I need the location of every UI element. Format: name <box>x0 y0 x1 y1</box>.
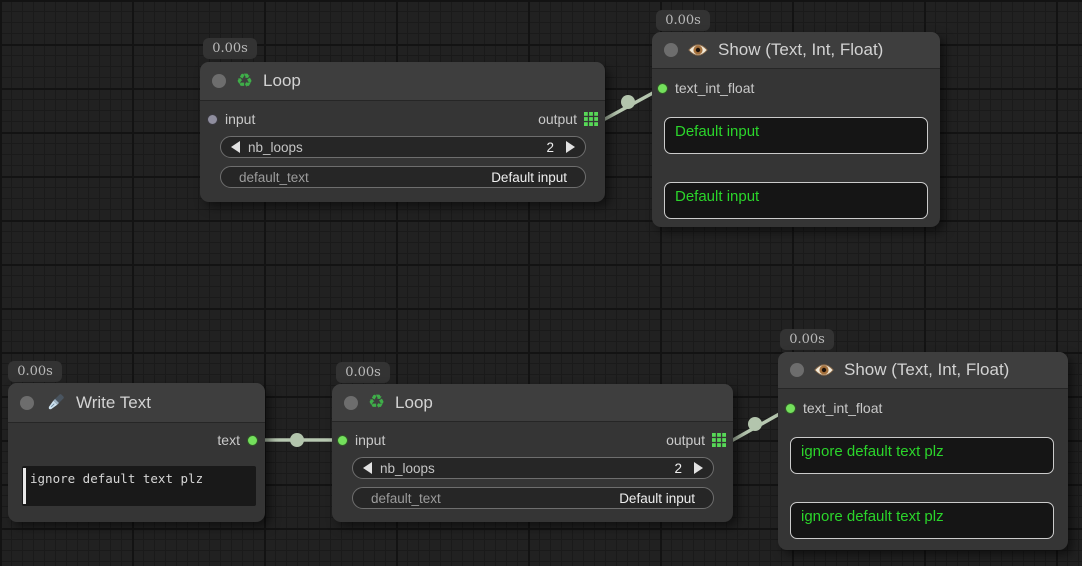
eye-icon <box>814 364 834 376</box>
fountain-pen-icon <box>48 393 64 409</box>
exec-time-badge: 0.00s <box>336 362 390 383</box>
collapse-dot[interactable] <box>664 43 678 57</box>
input-slot-label: text_int_float <box>803 400 883 416</box>
node-titlebar[interactable]: Show (Text, Int, Float) <box>778 352 1068 388</box>
default-text-widget[interactable]: default_text Default input <box>220 166 586 188</box>
textarea-value: ignore default text plz <box>30 471 204 486</box>
grid-output-icon[interactable] <box>584 112 598 126</box>
stepper-right-icon[interactable] <box>566 141 575 153</box>
output-slot-label: text <box>217 432 240 448</box>
input-slot-label: input <box>355 432 386 448</box>
node-title: Write Text <box>76 392 151 412</box>
output-slot-label: output <box>666 432 705 448</box>
collapse-dot[interactable] <box>20 395 34 410</box>
link-midpoint-dot[interactable] <box>748 417 762 431</box>
node-title: Loop <box>263 71 301 90</box>
widget-label: nb_loops <box>380 460 435 476</box>
exec-time-badge: 0.00s <box>203 38 257 59</box>
input-slot-label: text_int_float <box>675 80 755 96</box>
input-slot[interactable]: text_int_float <box>785 398 882 418</box>
link-midpoint-dot[interactable] <box>621 95 635 109</box>
node-titlebar[interactable]: ♻ Loop <box>200 62 605 100</box>
widget-value: Default input <box>619 490 695 506</box>
grid-output-icon[interactable] <box>712 433 726 447</box>
nb-loops-widget[interactable]: nb_loops 2 <box>220 136 586 158</box>
input-slot-label: input <box>225 111 256 127</box>
output-slot[interactable]: text <box>217 430 258 450</box>
collapse-dot[interactable] <box>212 74 226 88</box>
input-slot[interactable]: input <box>337 430 385 450</box>
node-loop-bottom[interactable]: ♻ Loop input output nb_loops 2 default <box>332 384 733 522</box>
node-show-top[interactable]: Show (Text, Int, Float) text_int_float D… <box>652 32 940 227</box>
stepper-left-icon[interactable] <box>363 462 372 474</box>
output-slot-dot[interactable] <box>247 434 258 446</box>
node-titlebar[interactable]: Write Text <box>8 383 265 422</box>
input-slot-dot[interactable] <box>657 82 668 94</box>
widget-label: default_text <box>239 169 309 185</box>
text-caret <box>23 468 26 504</box>
eye-icon <box>688 44 708 56</box>
node-loop-top[interactable]: ♻ Loop input output nb_loops 2 default <box>200 62 605 202</box>
widget-label: nb_loops <box>248 139 303 155</box>
output-value-box: ignore default text plz <box>790 502 1054 539</box>
stepper-left-icon[interactable] <box>231 141 240 153</box>
collapse-dot[interactable] <box>790 363 804 377</box>
output-value-box: Default input <box>664 117 928 154</box>
link-midpoint-dot[interactable] <box>290 433 304 447</box>
output-slot-label: output <box>538 111 577 127</box>
input-slot-dot[interactable] <box>337 434 348 446</box>
widget-value: 2 <box>546 139 554 155</box>
exec-time-badge: 0.00s <box>656 10 710 31</box>
output-value-box: Default input <box>664 182 928 219</box>
node-write-text[interactable]: Write Text text ignore default text plz <box>8 383 265 522</box>
node-title: Show (Text, Int, Float) <box>718 40 884 59</box>
input-slot[interactable]: input <box>207 109 255 129</box>
widget-value: Default input <box>491 169 567 185</box>
node-titlebar[interactable]: ♻ Loop <box>332 384 733 421</box>
widget-label: default_text <box>371 490 441 506</box>
input-slot[interactable]: text_int_float <box>657 78 754 98</box>
node-titlebar[interactable]: Show (Text, Int, Float) <box>652 32 940 68</box>
text-input-area[interactable]: ignore default text plz <box>22 466 256 506</box>
node-title: Show (Text, Int, Float) <box>844 360 1010 379</box>
widget-value: 2 <box>674 460 682 476</box>
output-value-box: ignore default text plz <box>790 437 1054 474</box>
collapse-dot[interactable] <box>344 395 358 410</box>
output-slot[interactable]: output <box>538 109 598 129</box>
output-slot[interactable]: output <box>666 430 726 450</box>
exec-time-badge: 0.00s <box>780 329 834 350</box>
default-text-widget[interactable]: default_text Default input <box>352 487 714 509</box>
exec-time-badge: 0.00s <box>8 361 62 382</box>
nb-loops-widget[interactable]: nb_loops 2 <box>352 457 714 479</box>
node-title: Loop <box>395 392 433 412</box>
input-slot-dot[interactable] <box>207 113 218 125</box>
recycle-icon: ♻ <box>236 70 254 92</box>
recycle-icon: ♻ <box>368 392 386 413</box>
node-show-bottom[interactable]: Show (Text, Int, Float) text_int_float i… <box>778 352 1068 550</box>
input-slot-dot[interactable] <box>785 402 796 414</box>
stepper-right-icon[interactable] <box>694 462 703 474</box>
